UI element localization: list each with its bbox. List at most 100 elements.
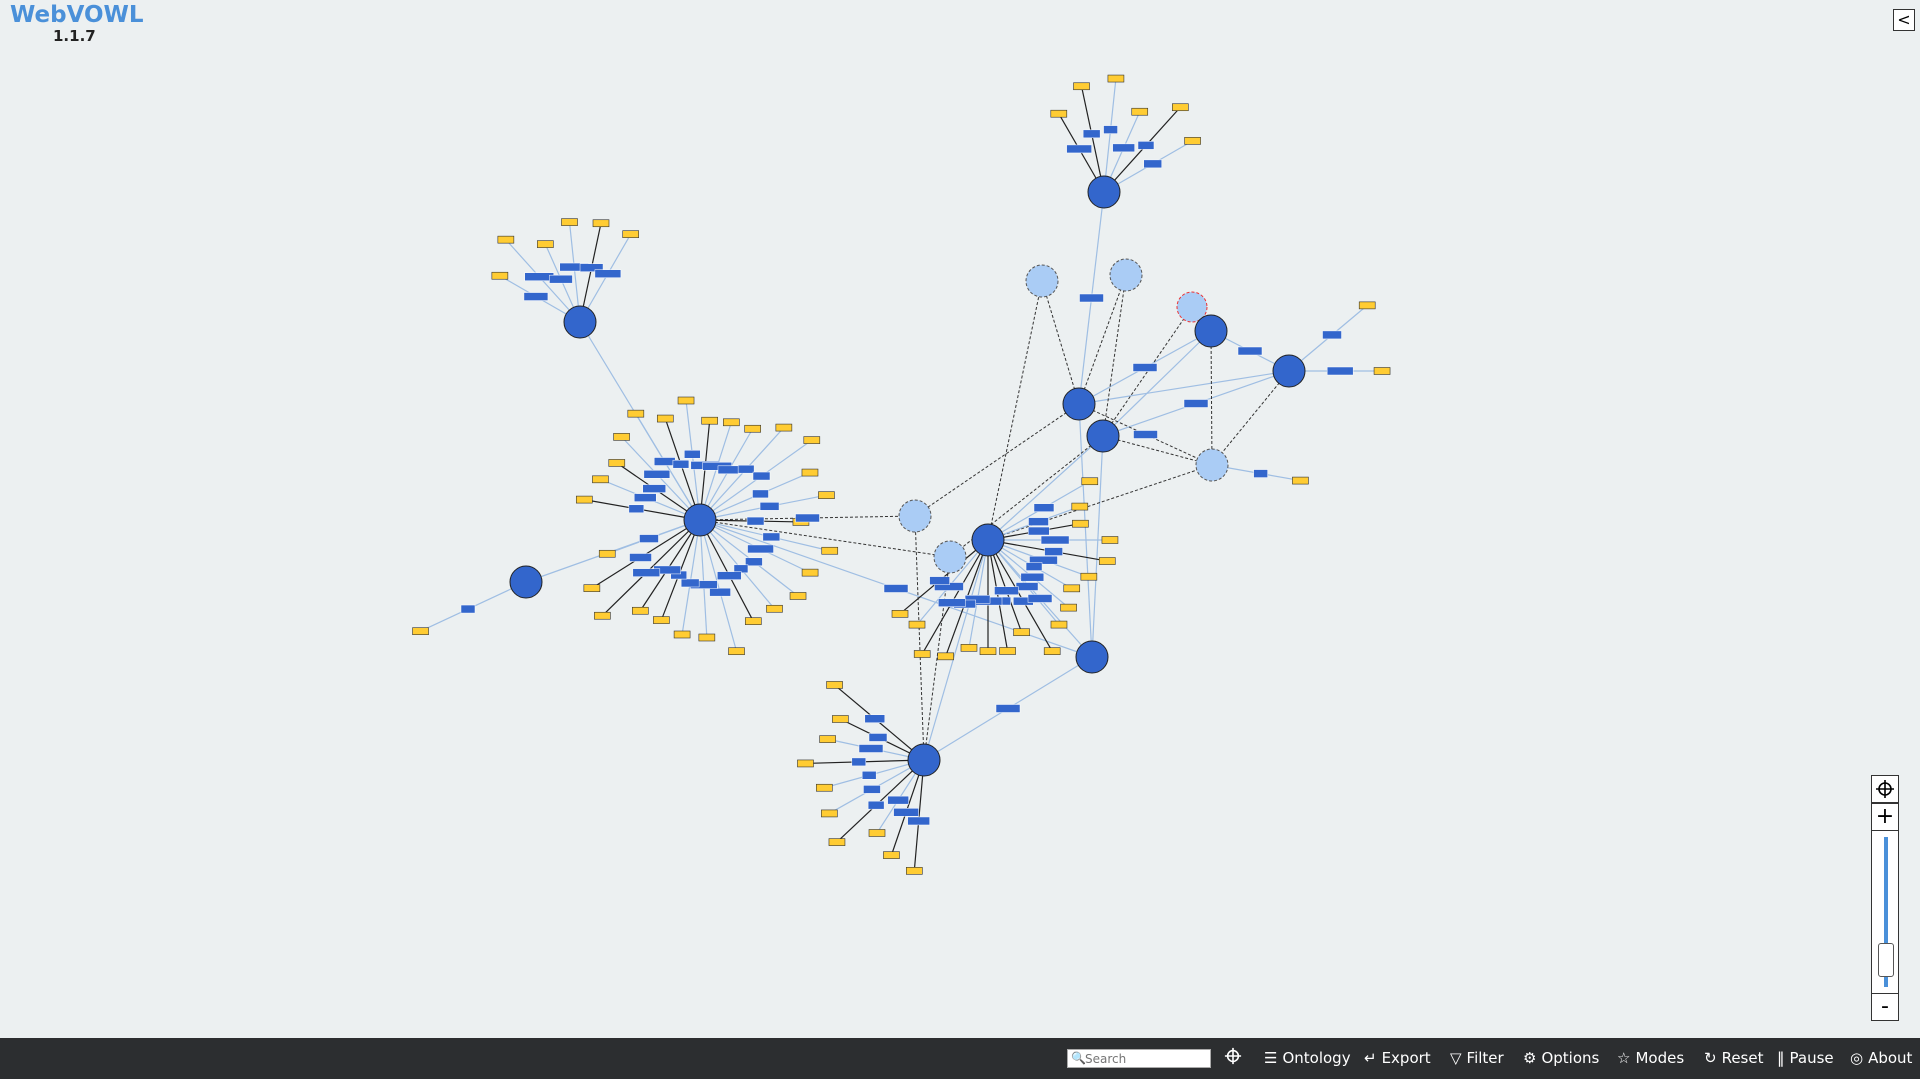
menu-pause[interactable]: ‖Pause xyxy=(1777,1049,1834,1067)
dashed-link xyxy=(1210,330,1213,466)
datatype-node xyxy=(821,809,838,818)
datatype-node xyxy=(1050,620,1068,629)
datatype-node xyxy=(1131,107,1149,116)
external-class-node xyxy=(933,540,967,574)
property-label xyxy=(672,459,690,469)
datatype-node xyxy=(801,568,819,577)
datatype-node xyxy=(701,416,718,425)
menu-ontology[interactable]: ☰Ontology xyxy=(1264,1049,1351,1067)
datatype-link xyxy=(1103,78,1117,193)
property-label xyxy=(1028,526,1050,536)
datatype-node xyxy=(1081,477,1099,486)
property-label xyxy=(1040,535,1070,545)
datatype-link xyxy=(921,539,989,655)
dashed-link xyxy=(1102,435,1213,466)
sidebar-toggle-button[interactable]: < xyxy=(1893,9,1915,31)
property-label xyxy=(1133,430,1158,439)
menu-about[interactable]: ◎About xyxy=(1850,1049,1913,1067)
datatype-node xyxy=(1292,476,1309,485)
datatype-node xyxy=(1101,536,1119,544)
datatype-link xyxy=(987,539,1009,652)
app-version: 1.1.7 xyxy=(53,27,96,45)
dashed-link xyxy=(987,464,1213,541)
zoom-slider-thumb[interactable] xyxy=(1878,943,1894,978)
class-node xyxy=(563,305,597,339)
property-label xyxy=(1066,144,1092,154)
datatype-node xyxy=(937,652,954,661)
property-label xyxy=(1020,572,1045,582)
datatype-link xyxy=(1080,86,1105,193)
dashed-link xyxy=(914,515,925,761)
center-graph-button[interactable] xyxy=(1871,775,1899,803)
class-node xyxy=(1087,175,1121,209)
datatype-node xyxy=(608,459,626,467)
datatype-node xyxy=(960,644,978,652)
menu-reset[interactable]: ↻Reset xyxy=(1704,1049,1764,1067)
menu-modes[interactable]: ☆Modes xyxy=(1617,1049,1685,1067)
datatype-node xyxy=(1172,103,1189,112)
search-box[interactable]: 🔍 xyxy=(1067,1049,1211,1068)
class-node xyxy=(509,565,543,599)
datatype-link xyxy=(699,422,732,521)
dashed-link xyxy=(1041,280,1080,405)
datatype-node xyxy=(592,219,610,228)
locate-button[interactable] xyxy=(1224,1047,1242,1070)
datatype-node xyxy=(497,235,515,244)
datatype-link xyxy=(913,759,925,871)
search-icon: 🔍 xyxy=(1071,1051,1086,1065)
reset-icon: ↻ xyxy=(1704,1049,1717,1067)
menu-export[interactable]: ↵Export xyxy=(1364,1049,1431,1067)
datatype-node xyxy=(1071,502,1089,511)
property-label xyxy=(680,578,700,588)
class-node xyxy=(1086,419,1120,453)
datatype-node xyxy=(803,436,821,444)
property-label xyxy=(1028,517,1049,526)
datatype-link xyxy=(968,539,989,648)
app-title: WebVOWL xyxy=(10,2,144,28)
property-label xyxy=(579,263,604,272)
datatype-link xyxy=(639,519,701,612)
property-label xyxy=(868,733,888,742)
property-label xyxy=(709,587,731,597)
datatype-node xyxy=(622,230,640,238)
property-label xyxy=(1253,469,1268,478)
property-label xyxy=(887,795,909,805)
property-label xyxy=(1183,399,1209,408)
datatype-node xyxy=(775,423,793,432)
datatype-node xyxy=(906,867,923,875)
zoom-out-button[interactable]: - xyxy=(1871,993,1899,1021)
property-label xyxy=(867,800,885,810)
search-input[interactable] xyxy=(1085,1050,1209,1067)
property-label xyxy=(1033,503,1055,512)
datatype-node xyxy=(412,627,429,635)
datatype-node xyxy=(908,620,926,629)
property-label xyxy=(745,557,763,567)
datatype-link xyxy=(568,222,581,323)
datatype-node xyxy=(1080,572,1098,581)
datatype-node xyxy=(698,633,716,642)
property-label xyxy=(1027,594,1053,603)
property-label xyxy=(628,504,645,514)
datatype-node xyxy=(744,424,761,433)
zoom-slider[interactable] xyxy=(1871,831,1899,993)
property-label xyxy=(1237,346,1263,356)
property-label xyxy=(684,450,701,459)
external-class-node xyxy=(1176,291,1208,323)
zoom-control: + - xyxy=(1871,775,1899,1021)
menu-options[interactable]: ⚙Options xyxy=(1523,1049,1600,1067)
datatype-node xyxy=(632,606,649,615)
graph-nodes xyxy=(509,175,1306,777)
zoom-in-button[interactable]: + xyxy=(1871,803,1899,831)
datatype-node xyxy=(537,240,554,248)
property-label xyxy=(1322,330,1342,340)
property-label xyxy=(746,516,765,526)
list-icon: ☰ xyxy=(1264,1049,1278,1067)
datatype-node xyxy=(561,218,578,226)
property-label xyxy=(938,598,966,607)
property-label xyxy=(1015,582,1039,591)
property-label xyxy=(907,816,930,826)
ontology-graph[interactable] xyxy=(0,0,1920,1038)
dashed-link xyxy=(987,280,1043,541)
menu-filter[interactable]: ▽Filter xyxy=(1450,1049,1504,1067)
class-link xyxy=(1078,403,1093,658)
